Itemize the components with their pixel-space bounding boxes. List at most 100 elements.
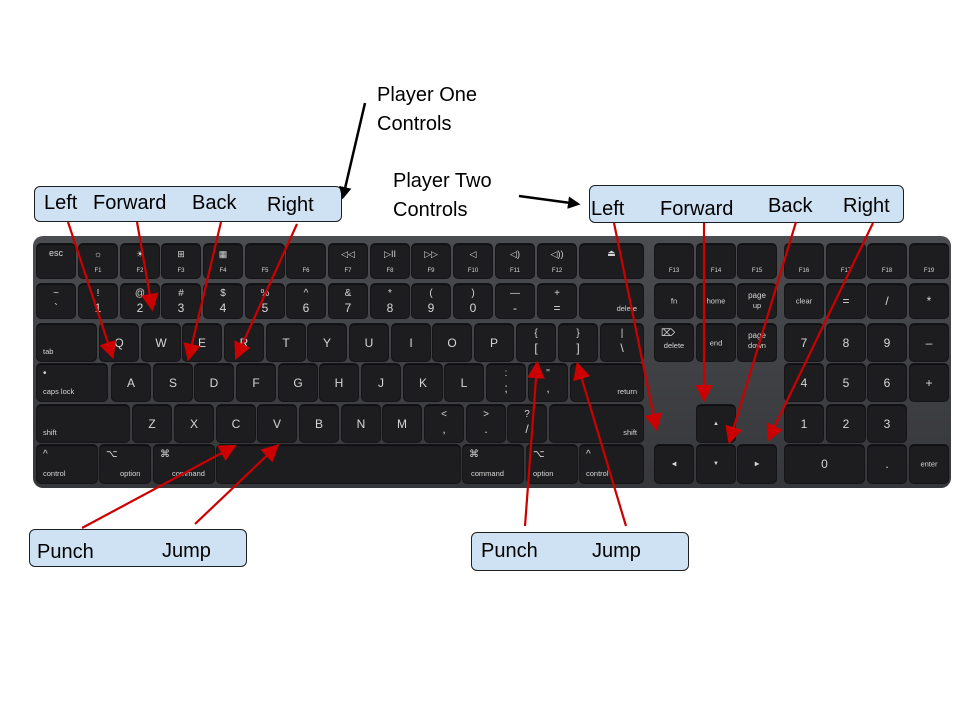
player-two-pointer-arrow <box>518 194 581 209</box>
key-f3: ⊞F3 <box>162 244 200 278</box>
key-legend: command <box>471 469 504 478</box>
key-legend: 5 <box>842 375 850 390</box>
key-m: M <box>383 405 421 442</box>
p1-forward-label: Forward <box>93 192 167 214</box>
key-legend: home <box>706 296 726 306</box>
key-legend: F <box>252 375 260 390</box>
key-z: Z <box>133 405 171 442</box>
key--: }] <box>559 324 597 361</box>
key-y: Y <box>308 324 346 361</box>
p2-jump-arrow <box>573 361 628 527</box>
p2-punch-arrow <box>523 360 545 527</box>
key-8: 8 <box>827 324 865 361</box>
key-legend: 2 <box>842 416 850 431</box>
key-legend: N <box>356 416 366 431</box>
key-a: A <box>112 364 150 401</box>
key-0: 0 <box>785 445 864 483</box>
player-two-direction-box <box>589 185 904 223</box>
key-command: ⌘command <box>154 445 214 483</box>
key-3: #3 <box>162 284 200 318</box>
key-f16: F16 <box>785 244 823 278</box>
key-top-legend: ⌘ <box>160 449 170 460</box>
key-f: F <box>237 364 275 401</box>
key-legend: 0 <box>821 457 828 471</box>
key-legend: 5 <box>261 301 269 315</box>
key--: ◀ <box>655 445 693 483</box>
key-top-legend: ! <box>96 288 100 299</box>
key-u: U <box>350 324 388 361</box>
key-3: 3 <box>868 405 906 442</box>
key-legend: F11 <box>510 268 520 274</box>
key-9: (9 <box>412 284 450 318</box>
key-legend: X <box>189 416 198 431</box>
key-legend: F6 <box>302 268 310 274</box>
key-top-legend: ) <box>471 288 475 299</box>
key-b: B <box>300 405 338 442</box>
key--: – <box>910 324 948 361</box>
key-option: ⌥option <box>100 445 150 483</box>
key-legend: F9 <box>427 268 435 274</box>
key-v: V <box>258 405 296 442</box>
key-7: 7 <box>785 324 823 361</box>
key-legend: up <box>752 301 762 310</box>
key-legend: / <box>525 422 529 436</box>
key-top-legend: | <box>620 328 624 339</box>
key-legend: Y <box>322 335 331 350</box>
key-legend: – <box>925 335 933 350</box>
p2-left-label: Left <box>591 198 625 220</box>
player-one-note-line1: Player One <box>377 84 478 106</box>
key-top-legend: — <box>510 288 520 299</box>
key-legend: 8 <box>386 301 394 315</box>
key--: + <box>910 364 948 401</box>
key--: += <box>538 284 576 318</box>
key-top-legend: ◁◁ <box>341 249 355 259</box>
key-legend: ` <box>54 301 58 315</box>
key-top-legend: ⌘ <box>469 449 479 460</box>
key-legend: P <box>489 335 498 350</box>
p1-punch-arrow <box>81 444 237 529</box>
key-legend: down <box>748 341 766 350</box>
key-legend: G <box>293 375 303 390</box>
key-legend: Z <box>148 416 156 431</box>
player-one-direction-box <box>34 186 342 222</box>
key-legend: , <box>442 422 446 436</box>
key-g: G <box>279 364 317 401</box>
key-top-legend: } <box>576 328 580 339</box>
key-top-legend: @ <box>134 288 146 299</box>
key-p: P <box>475 324 513 361</box>
key-legend: A <box>126 375 135 390</box>
key-enter: enter <box>910 445 948 483</box>
player-one-note: Player One Controls <box>377 81 477 139</box>
key-top-legend: # <box>178 288 184 299</box>
key-top-legend: & <box>344 288 352 299</box>
key-legend: F16 <box>798 268 810 274</box>
key-legend: F15 <box>751 268 763 274</box>
key-legend: option <box>533 469 554 478</box>
key-7: &7 <box>329 284 367 318</box>
key-top-legend: ? <box>524 409 530 420</box>
key-esc: esc <box>37 244 75 278</box>
key-top-legend: ⌥ <box>533 449 545 460</box>
key--: ▶ <box>738 445 776 483</box>
p1-right-arrow <box>234 223 299 361</box>
key-legend: , <box>546 381 550 395</box>
key-1: 1 <box>785 405 823 442</box>
key-legend: shift <box>43 428 57 437</box>
key-legend: F17 <box>840 268 852 274</box>
key-legend: 2 <box>136 301 144 315</box>
player-two-note: Player Two Controls <box>393 167 492 225</box>
key-legend: H <box>334 375 344 390</box>
key--: ▼ <box>697 445 735 483</box>
key-top-legend: ◁ <box>469 249 477 259</box>
p1-jump-label: Jump <box>162 540 211 562</box>
key-i: I <box>392 324 430 361</box>
p2-back-label: Back <box>768 195 813 217</box>
key-legend: 0 <box>469 301 477 315</box>
key-legend: control <box>43 469 66 478</box>
key-legend: 1 <box>94 301 102 315</box>
key-x: X <box>175 405 213 442</box>
key-legend: + <box>925 375 933 390</box>
key-legend: F12 <box>551 268 563 274</box>
